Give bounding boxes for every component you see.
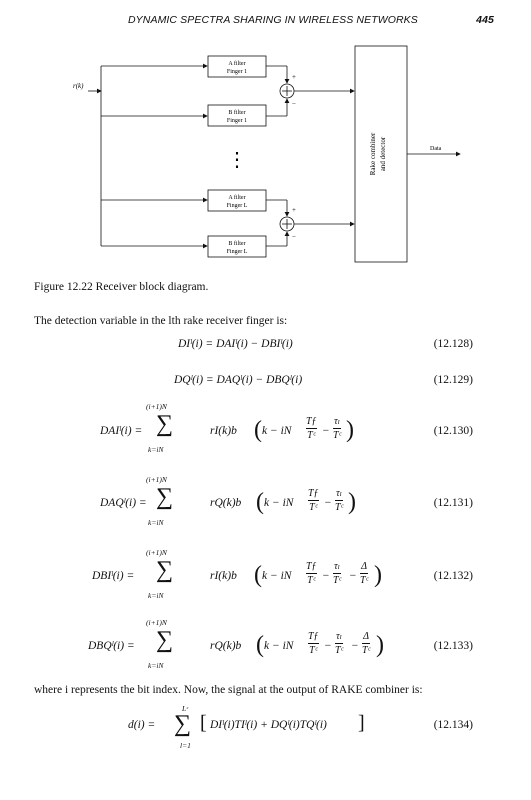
paren-close: ) [346, 417, 354, 443]
intro-sentence: The detection variable in the lth rake r… [34, 315, 288, 327]
minus: − [324, 497, 332, 509]
lower-limit: k=iN [148, 591, 164, 600]
inner: k − iN [264, 497, 294, 509]
header-title: DYNAMIC SPECTRA SHARING IN WIRELESS NETW… [128, 14, 418, 26]
output-label: Data [430, 146, 442, 152]
equation-12-128: DIˡ(i) = DAIˡ(i) − DBIˡ(i) [178, 338, 293, 350]
paren-open: ( [256, 632, 264, 658]
sigma: ∑ [156, 627, 174, 653]
block-3-line2: Finger L [227, 203, 248, 209]
block-2-line2: Finger 1 [227, 118, 247, 124]
block-3-line1: A filter [228, 194, 245, 201]
upper-limit: (i+1)N [146, 402, 167, 411]
minus-2: − [349, 570, 357, 582]
lower-limit: k=iN [148, 445, 164, 454]
ellipsis: ⋮ [227, 149, 247, 171]
block-4-line1: B filter [228, 240, 245, 247]
b-filter-finger-l-block [207, 235, 267, 258]
lower-limit: l=1 [180, 741, 191, 750]
combiner-label-line2: and detector [379, 136, 387, 171]
eq-number: (12.132) [433, 570, 473, 582]
equation-12-129: DQˡ(i) = DAQˡ(i) − DBQˡ(i) [174, 374, 303, 386]
inner: k − iN [262, 570, 292, 582]
eq-number: (12.131) [433, 497, 473, 509]
body: rI(k)b [210, 570, 237, 582]
minus: − [322, 570, 330, 582]
plus-sign-1: + [292, 73, 296, 81]
body: rQ(k)b [210, 640, 242, 652]
lhs: d(i) = [128, 719, 156, 731]
bracket-close: ] [358, 712, 365, 734]
upper-limit: (i+1)N [146, 548, 167, 557]
sigma: ∑ [156, 411, 174, 437]
body-paragraph: where i represents the bit index. Now, t… [34, 684, 423, 696]
paren-close: ) [348, 489, 356, 515]
upper-limit: (i+1)N [146, 475, 167, 484]
page-number: 445 [476, 14, 494, 26]
lhs: DBQˡ(i) = [88, 640, 135, 652]
minus-sign-2: − [292, 233, 296, 241]
inner: k − iN [264, 640, 294, 652]
lower-limit: k=iN [148, 518, 164, 527]
upper-limit: (i+1)N [146, 618, 167, 627]
input-label: r(k) [73, 82, 84, 90]
eq-number: (12.130) [433, 425, 473, 437]
block-1-line1: A filter [228, 60, 245, 67]
body: rI(k)b [210, 425, 237, 437]
paren-open: ( [254, 562, 262, 588]
a-filter-finger-1-block [207, 55, 267, 78]
lower-limit: k=iN [148, 661, 164, 670]
minus: − [324, 640, 332, 652]
running-header: DYNAMIC SPECTRA SHARING IN WIRELESS NETW… [128, 14, 494, 30]
lhs: DAQˡ(i) = [100, 497, 147, 509]
b-filter-finger-1-block [207, 104, 267, 127]
a-filter-finger-l-block [207, 189, 267, 212]
figure-caption: Figure 12.22 Receiver block diagram. [34, 281, 209, 293]
paren-close: ) [374, 562, 382, 588]
body: DIˡ(i)TIˡ(i) + DQˡ(i)TQˡ(i) [210, 719, 327, 731]
sigma: ∑ [174, 711, 192, 737]
paren-open: ( [256, 489, 264, 515]
minus-sign-1: − [292, 100, 296, 108]
eq-number-12-129: (12.129) [433, 374, 473, 386]
plus-sign-2: + [292, 206, 296, 214]
eq-number: (12.134) [433, 719, 473, 731]
receiver-block-diagram: r(k) A filter Finger 1 B filter Finger 1… [73, 45, 461, 263]
sigma: ∑ [156, 484, 174, 510]
upper-limit: Lᶜ [182, 704, 189, 713]
sigma: ∑ [156, 557, 174, 583]
paren-close: ) [376, 632, 384, 658]
lhs: DBIˡ(i) = [92, 570, 135, 582]
block-4-line2: Finger L [227, 249, 248, 255]
inner: k − iN [262, 425, 292, 437]
block-1-line2: Finger 1 [227, 69, 247, 75]
eq-number-12-128: (12.128) [433, 338, 473, 350]
paren-open: ( [254, 417, 262, 443]
bracket-open: [ [200, 712, 207, 734]
body: rQ(k)b [210, 497, 242, 509]
minus-2: − [351, 640, 359, 652]
minus: − [322, 425, 330, 437]
combiner-label-line1: Rake combiner [369, 132, 377, 175]
block-2-line1: B filter [228, 109, 245, 116]
eq-number: (12.133) [433, 640, 473, 652]
lhs: DAIˡ(i) = [100, 425, 143, 437]
